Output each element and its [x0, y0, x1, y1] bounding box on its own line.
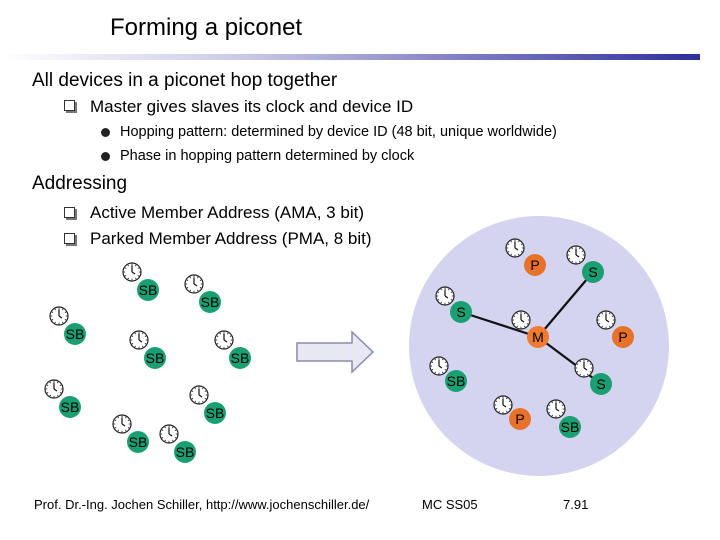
device-node: SB	[112, 414, 149, 453]
device-circle	[204, 402, 226, 424]
clock-icon	[566, 245, 586, 265]
device-circle	[64, 323, 86, 345]
square-bullet-icon	[64, 207, 75, 218]
device-node: M	[511, 310, 549, 348]
round-bullet-icon	[101, 128, 110, 137]
device-node: SB	[429, 356, 467, 392]
piconet-devices: M S S S P P P SB SB	[429, 238, 634, 438]
device-node: SB	[214, 330, 251, 369]
device-circle	[559, 416, 581, 438]
clock-icon	[49, 306, 69, 326]
device-circle	[229, 347, 251, 369]
bullet-ama: Active Member Address (AMA, 3 bit)	[90, 203, 364, 222]
device-circle	[450, 301, 472, 323]
device-label: SB	[206, 405, 225, 421]
clock-icon	[596, 310, 616, 330]
device-circle	[527, 326, 549, 348]
link-master-slave	[537, 271, 594, 338]
clock-icon	[129, 330, 149, 350]
device-label: SB	[447, 373, 466, 389]
clock-icon	[546, 399, 566, 419]
clock-icon	[429, 356, 449, 376]
slide-title: Forming a piconet	[110, 14, 303, 41]
device-node: P	[493, 395, 531, 430]
square-bullet-icon	[64, 100, 75, 111]
device-circle	[445, 370, 467, 392]
standby-devices: SB SB SB SB SB SB SB SB SB	[44, 262, 251, 463]
device-label: SB	[129, 434, 148, 450]
clock-icon	[505, 238, 525, 258]
device-circle	[137, 279, 159, 301]
device-label: SB	[66, 326, 85, 342]
clock-icon	[122, 262, 142, 282]
footer-page-number: 7.91	[563, 497, 589, 512]
bullet-hopping-pattern: Hopping pattern: determined by device ID…	[120, 124, 557, 140]
clock-icon	[214, 330, 234, 350]
bullet-master-clock: Master gives slaves its clock and device…	[90, 97, 414, 116]
clock-icon	[435, 286, 455, 306]
device-circle	[524, 254, 546, 276]
square-bullet-icon	[64, 233, 75, 244]
device-node: SB	[129, 330, 166, 369]
clock-icon	[44, 379, 64, 399]
footer-author: Prof. Dr.-Ing. Jochen Schiller, http://w…	[34, 497, 370, 512]
clock-icon	[493, 395, 513, 415]
device-node: SB	[49, 306, 86, 345]
device-label: SB	[231, 350, 250, 366]
device-label: SB	[561, 419, 580, 435]
device-node: SB	[189, 385, 226, 424]
bullet-addressing: Addressing	[32, 173, 128, 194]
device-node: SB	[159, 424, 196, 463]
device-node: SB	[44, 379, 81, 418]
device-node: S	[566, 245, 604, 283]
bullet-phase: Phase in hopping pattern determined by c…	[120, 148, 415, 164]
transition-arrow	[296, 330, 375, 374]
bullet-pma: Parked Member Address (PMA, 8 bit)	[90, 229, 372, 248]
device-circle	[127, 431, 149, 453]
device-circle	[144, 347, 166, 369]
device-node: S	[574, 358, 612, 395]
device-label: P	[618, 329, 627, 345]
device-label: P	[530, 257, 539, 273]
device-node: P	[505, 238, 546, 276]
device-node: SB	[184, 274, 221, 313]
device-circle	[582, 261, 604, 283]
clock-icon	[184, 274, 204, 294]
device-node: SB	[546, 399, 581, 438]
clock-icon	[574, 358, 594, 378]
clock-icon	[189, 385, 209, 405]
title-underline	[0, 54, 700, 60]
clock-icon	[159, 424, 179, 444]
device-label: S	[596, 376, 605, 392]
round-bullet-icon	[101, 152, 110, 161]
device-label: S	[456, 304, 465, 320]
device-label: SB	[201, 294, 220, 310]
device-circle	[199, 291, 221, 313]
device-label: SB	[176, 444, 195, 460]
device-node: S	[435, 286, 472, 323]
piconet-links	[460, 271, 602, 385]
device-label: SB	[61, 399, 80, 415]
device-circle	[612, 326, 634, 348]
device-circle	[509, 408, 531, 430]
device-label: S	[588, 264, 597, 280]
device-circle	[59, 396, 81, 418]
link-master-slave	[537, 336, 602, 385]
clock-icon	[112, 414, 132, 434]
device-node: P	[596, 310, 634, 348]
device-circle	[174, 441, 196, 463]
device-label: M	[532, 329, 544, 345]
device-circle	[590, 373, 612, 395]
device-label: SB	[139, 282, 158, 298]
footer-course: MC SS05	[422, 497, 478, 512]
bullet-piconet-hop: All devices in a piconet hop together	[32, 70, 338, 91]
clock-icon	[511, 310, 531, 330]
device-label: SB	[146, 350, 165, 366]
device-node: SB	[122, 262, 159, 301]
device-label: P	[515, 411, 524, 427]
link-master-slave	[460, 310, 539, 339]
